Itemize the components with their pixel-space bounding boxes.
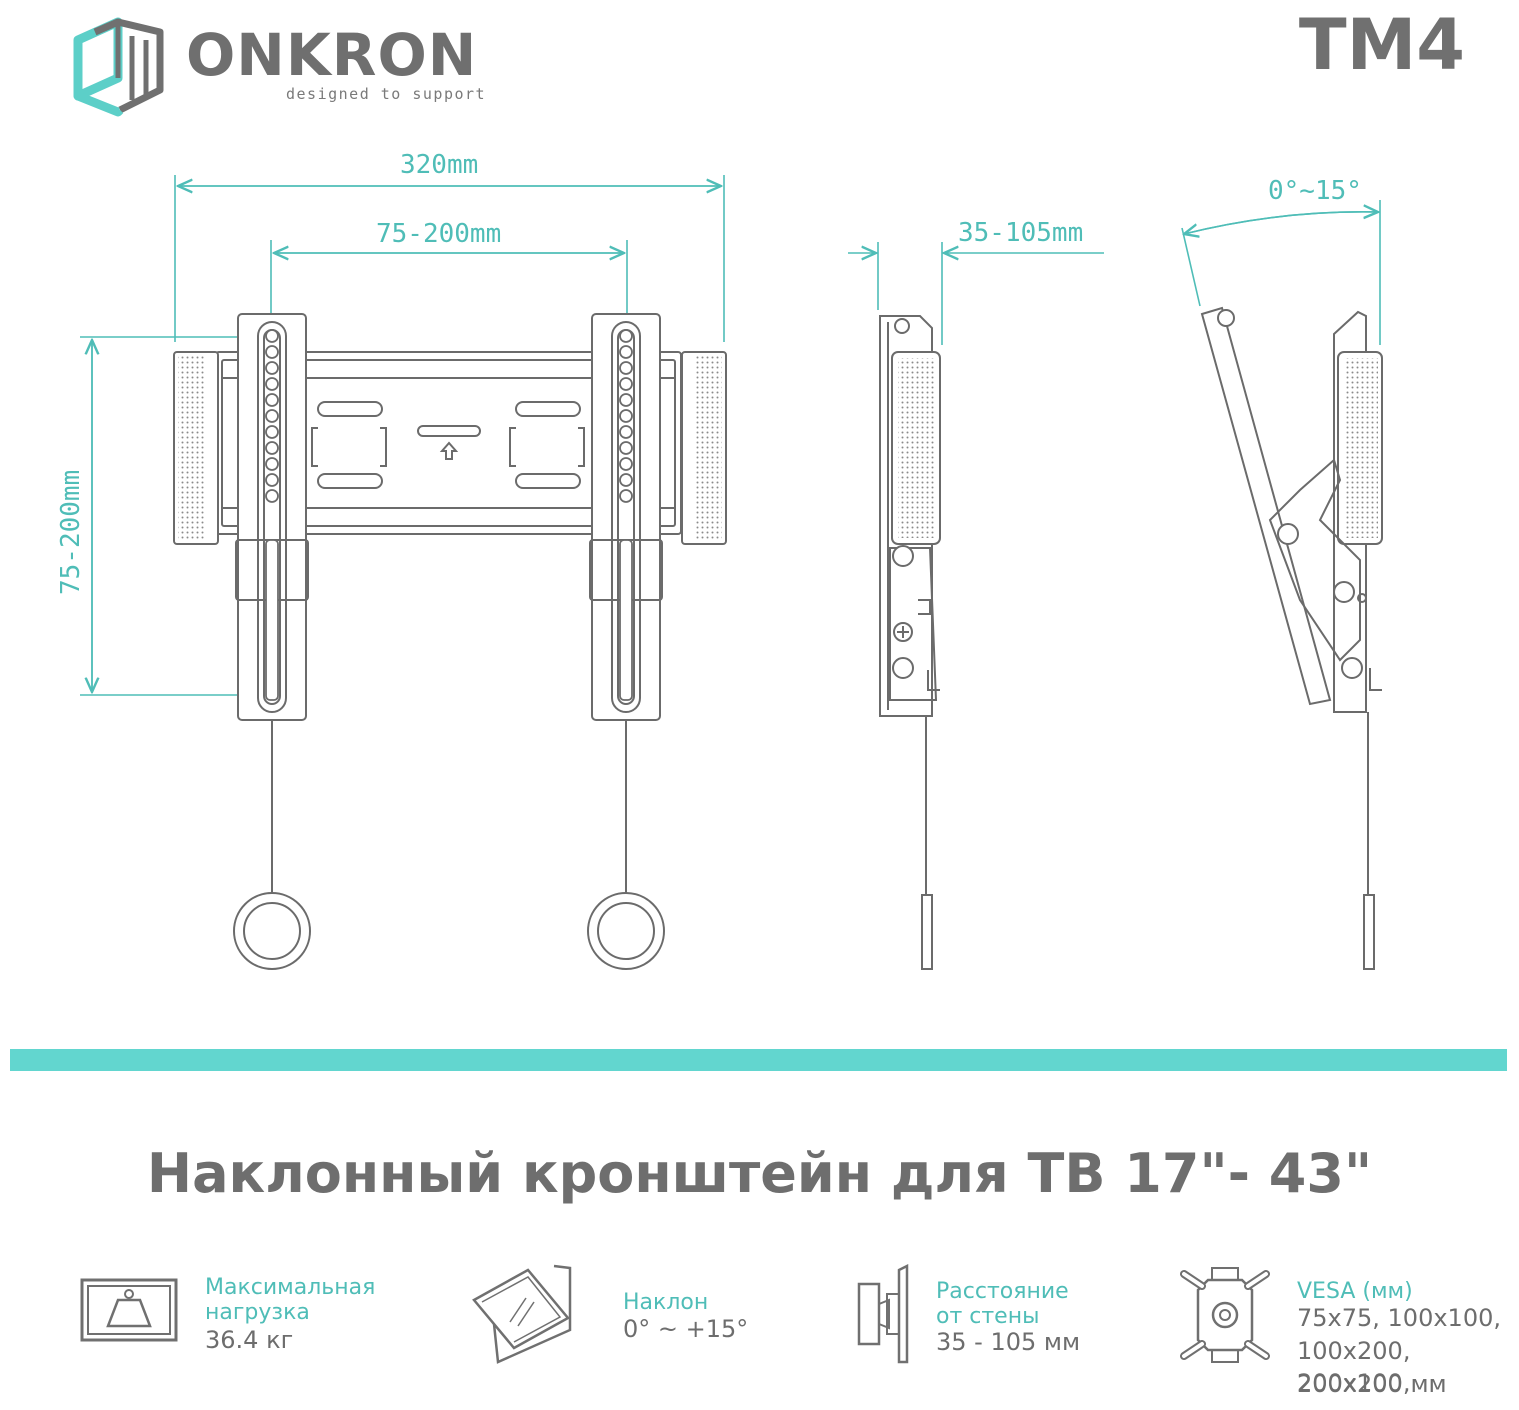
dimension-lines <box>80 175 1381 696</box>
front-view <box>173 313 727 970</box>
tilted-view <box>1200 306 1383 970</box>
vesa-icon <box>1180 1267 1270 1363</box>
arm-holes <box>265 329 633 701</box>
spec-tilt-value: 0° ~ +15° <box>623 1315 749 1343</box>
technical-drawing <box>80 175 1383 970</box>
accent-divider <box>10 1049 1507 1071</box>
spec-distance-value: 35 - 105 мм <box>936 1328 1081 1356</box>
spec-vesa-value-1: 75x75, 100x100, <box>1297 1304 1501 1332</box>
spec-load-value: 36.4 кг <box>205 1326 294 1354</box>
spec-vesa-title: VESA (мм) <box>1297 1279 1413 1304</box>
dimension-width-label: 320mm <box>400 150 479 180</box>
dimension-tilt-label: 0°~15° <box>1268 176 1362 206</box>
side-view <box>879 315 941 970</box>
spec-vesa-value-3: 200x200 мм <box>1297 1370 1447 1398</box>
spec-vesa-value-2: 100x200, 200x100, <box>1297 1337 1411 1397</box>
spec-distance-title-1: Расстояние <box>936 1279 1069 1304</box>
brand-name: ONKRON <box>186 21 478 89</box>
spec-load-title-2: нагрузка <box>205 1300 310 1325</box>
dimension-vesa-horizontal-label: 75-200mm <box>376 219 502 249</box>
wall-distance-icon <box>857 1264 909 1364</box>
spec-tilt-title: Наклон <box>623 1290 709 1315</box>
tilt-icon <box>472 1264 572 1364</box>
brand-tagline: designed to support <box>286 85 487 103</box>
spec-load-title-1: Максимальная <box>205 1275 376 1300</box>
spec-distance-title-2: от стены <box>936 1304 1040 1329</box>
product-headline: Наклонный кронштейн для ТВ 17"- 43" <box>146 1142 1373 1205</box>
onkron-logo-icon <box>73 17 164 117</box>
dimension-vesa-vertical-label: 75-200mm <box>56 469 86 595</box>
model-number: TM4 <box>1298 4 1465 86</box>
max-load-icon <box>80 1278 178 1342</box>
dimension-wall-distance-label: 35-105mm <box>958 218 1084 248</box>
